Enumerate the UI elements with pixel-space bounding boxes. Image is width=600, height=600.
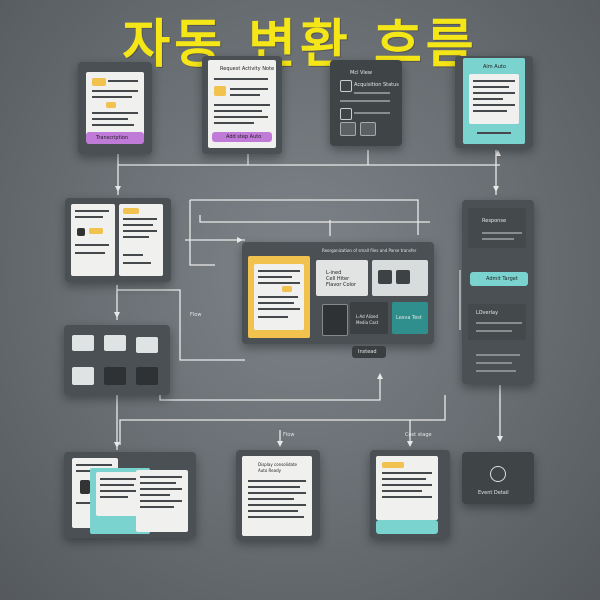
flow-label-left: Flow [190, 312, 202, 318]
image-icon [396, 270, 410, 284]
document-icon [119, 204, 163, 276]
image-icon [136, 337, 158, 353]
bottom-card2-header: Display consolidate Auto Ready [258, 462, 297, 473]
add-step-label: Add step Auto [212, 132, 272, 142]
instead-button[interactable]: Instead [352, 346, 386, 358]
response-label: Response [482, 218, 507, 224]
response-block: Response [468, 208, 526, 248]
event-detail-label: Event Detail [478, 490, 509, 496]
image-icon [104, 367, 126, 385]
cost-stage-label: Cost stage [405, 432, 432, 438]
location-pin-icon [490, 466, 506, 482]
center-text-a: L-ined Cell Hiter Flavor Color [326, 270, 357, 288]
link-icon [340, 108, 352, 120]
document-icon [322, 304, 348, 336]
thumbnail-grid-card[interactable] [64, 325, 170, 395]
text-block-b: L-Ad Alized Media Cast [350, 302, 388, 334]
top-card-2[interactable]: Request Activity Note Add step Auto [202, 56, 282, 154]
bottom-card-1[interactable] [64, 452, 196, 538]
instead-label: Instead [358, 349, 377, 355]
center-processing-panel[interactable]: Reorganization of small files and Parse … [242, 242, 434, 344]
overlay-label: LOverlay [476, 310, 499, 316]
document-icon [136, 470, 188, 532]
document-icon [376, 456, 438, 520]
pill-label: Admit Target [486, 276, 518, 282]
overlay-block: LOverlay [468, 304, 526, 340]
document-icon [340, 122, 356, 136]
card1-label: Transcription [96, 135, 129, 141]
image-icon [378, 270, 392, 284]
source-docs-card[interactable] [65, 198, 171, 282]
document-icon: Display consolidate Auto Ready [242, 456, 312, 536]
top-card-4[interactable]: Aim Auto [455, 56, 533, 148]
image-icon [104, 335, 126, 351]
transcription-label: Transcription [86, 132, 144, 144]
card2-header: Request Activity Note [220, 66, 275, 72]
card4-header: Aim Auto [483, 64, 506, 70]
image-icon [340, 80, 352, 92]
image-icon [72, 335, 94, 351]
teal-label: Lesva Test [396, 315, 422, 321]
page-title: 자동 변환 흐름 [122, 15, 478, 75]
bottom-card-4[interactable]: Event Detail [462, 452, 534, 504]
document-icon [71, 204, 115, 276]
card3-sub: Acquisition Status [354, 82, 399, 88]
flow-label-lower: Flow [283, 432, 295, 438]
document-icon [360, 122, 376, 136]
admit-target-pill[interactable]: Admit Target [470, 272, 528, 286]
document-icon [86, 72, 144, 140]
teal-footer [376, 520, 438, 534]
center-header: Reorganization of small files and Parse … [322, 248, 417, 253]
document-icon: Aim Auto [463, 58, 525, 144]
center-text-b: L-Ad Alized Media Cast [356, 314, 379, 325]
document-icon [248, 256, 310, 338]
image-icon [72, 367, 94, 385]
teal-output-block: Lesva Test [392, 302, 428, 334]
top-card-1[interactable]: Transcription [78, 62, 152, 154]
image-group [372, 260, 428, 296]
bottom-card-2[interactable]: Display consolidate Auto Ready [236, 450, 320, 540]
top-card-3[interactable]: Mcl View Acquisition Status [330, 60, 402, 146]
card2-label: Add step Auto [226, 134, 262, 140]
bottom-card-3[interactable] [370, 450, 450, 538]
document-icon: Request Activity Note Add step Auto [208, 60, 276, 148]
card3-header: Mcl View [350, 70, 372, 76]
text-block-a: L-ined Cell Hiter Flavor Color [316, 260, 368, 296]
right-column-panel[interactable]: Response Admit Target LOverlay [462, 200, 534, 384]
image-icon [136, 367, 158, 385]
